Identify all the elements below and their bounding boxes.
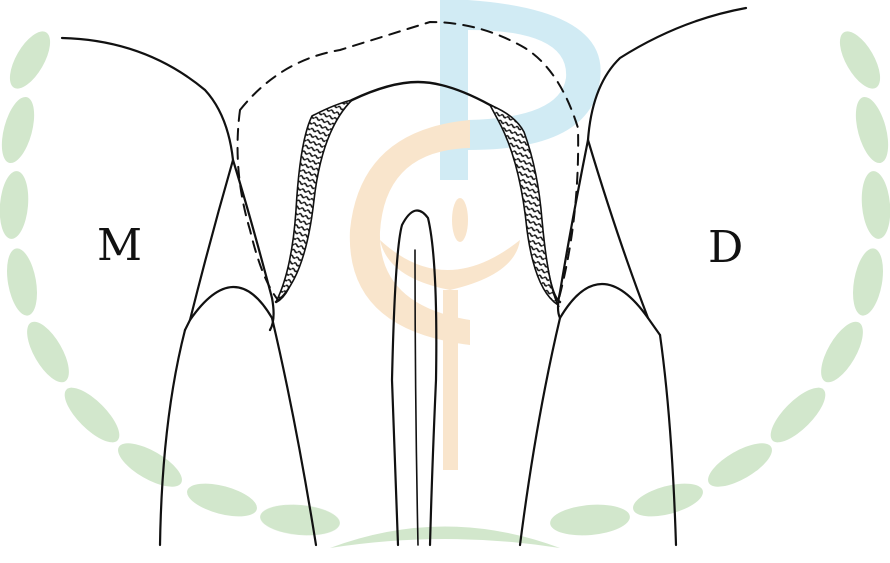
left-hatched-region <box>276 100 352 302</box>
tooth-outlines <box>62 8 746 545</box>
watermark-logo <box>0 0 890 548</box>
watermark-lamp <box>380 240 520 470</box>
laurel-wreath-right <box>549 25 890 538</box>
watermark-ribbon <box>330 527 560 549</box>
mesial-label: M <box>97 224 142 268</box>
pulp-canal-line <box>415 250 418 545</box>
watermark-flame <box>452 198 468 242</box>
left-tooth-crown-outline <box>62 38 233 330</box>
distal-label: D <box>708 226 743 270</box>
